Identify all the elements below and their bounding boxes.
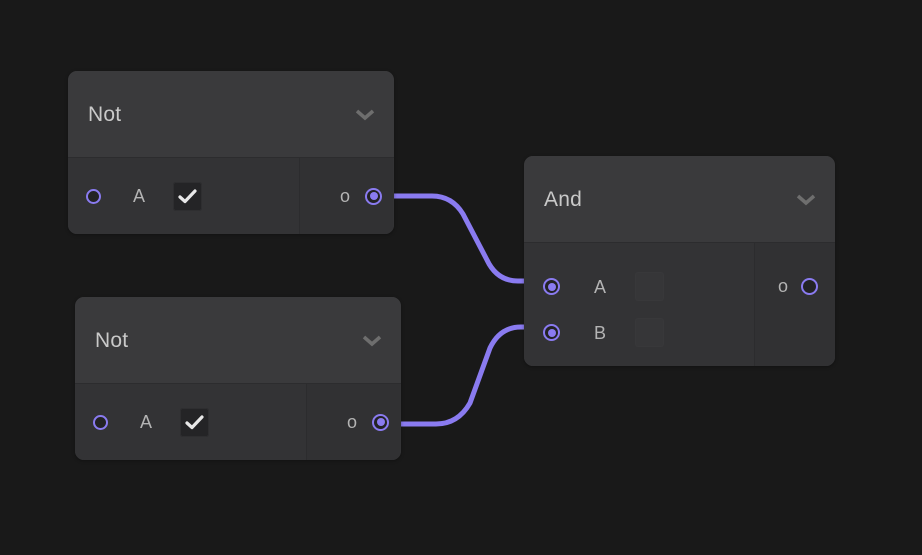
input-checkbox-a[interactable] <box>635 272 665 301</box>
output-row-o[interactable]: o <box>300 158 393 234</box>
input-port-a[interactable] <box>86 188 101 204</box>
output-port-o[interactable] <box>365 187 382 205</box>
input-row-a[interactable]: A <box>524 264 754 310</box>
node-title: Not <box>88 102 122 126</box>
output-port-o[interactable] <box>801 277 818 295</box>
node-header[interactable]: Not <box>68 71 394 158</box>
output-label-o: o <box>346 412 357 432</box>
chevron-down-icon[interactable] <box>361 334 383 347</box>
chevron-down-icon[interactable] <box>354 108 376 121</box>
check-icon <box>185 414 204 429</box>
outputs-column: o <box>307 384 400 460</box>
input-row-a[interactable]: A <box>68 158 299 234</box>
input-checkbox-a[interactable] <box>180 407 210 437</box>
node-not-2[interactable]: Not A <box>75 297 401 460</box>
chevron-down-icon[interactable] <box>795 193 817 206</box>
node-body: A o <box>68 158 394 234</box>
node-header[interactable]: And <box>524 156 835 243</box>
input-port-a[interactable] <box>543 278 560 295</box>
output-label-o: o <box>339 186 350 206</box>
input-port-b[interactable] <box>543 324 560 341</box>
outputs-column: o <box>755 243 835 366</box>
check-icon <box>178 188 197 203</box>
node-body: A o <box>75 384 401 460</box>
output-row-o[interactable]: o <box>307 384 400 460</box>
node-header[interactable]: Not <box>75 297 401 384</box>
input-label-a: A <box>594 276 607 297</box>
node-title: Not <box>95 328 129 352</box>
output-port-o[interactable] <box>372 413 389 431</box>
input-label-b: B <box>594 322 607 343</box>
input-label-a: A <box>140 412 153 432</box>
outputs-column: o <box>300 158 393 234</box>
input-row-b[interactable]: B <box>524 310 754 356</box>
node-title: And <box>544 187 582 211</box>
inputs-column: A <box>75 384 307 460</box>
output-label-o: o <box>777 276 788 296</box>
input-label-a: A <box>133 186 146 206</box>
node-and-1[interactable]: And A B <box>524 156 835 366</box>
input-row-a[interactable]: A <box>75 384 306 460</box>
node-not-1[interactable]: Not A <box>68 71 394 234</box>
inputs-column: A B <box>524 243 755 366</box>
input-checkbox-a[interactable] <box>173 181 203 211</box>
input-port-a[interactable] <box>93 414 108 430</box>
node-body: A B o <box>524 243 835 366</box>
output-row-o[interactable]: o <box>755 243 835 366</box>
input-checkbox-b[interactable] <box>635 318 665 347</box>
inputs-column: A <box>68 158 300 234</box>
